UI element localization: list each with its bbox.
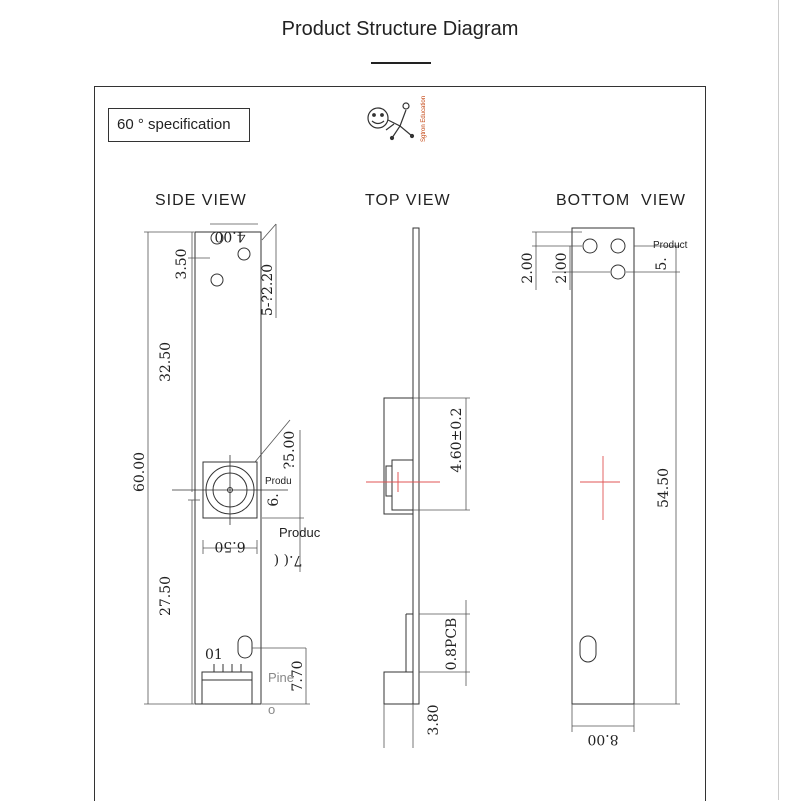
side-o-label: o	[268, 702, 275, 717]
bottom-oval-slot	[579, 635, 597, 663]
top-crosshair	[366, 472, 440, 492]
bottom-product-label: Product	[653, 240, 688, 251]
bottom-width: 8.00	[587, 731, 618, 747]
side-produ-small: Produ	[265, 476, 292, 487]
connector-body	[201, 671, 253, 705]
bottom-five-label: 5.	[654, 257, 670, 270]
side-lens-width: 6.50	[214, 538, 245, 554]
top-pcb-thickness: 0.8PCB	[444, 618, 460, 671]
smiley-stick-figure-icon	[367, 102, 415, 141]
top-lens-barrel	[391, 459, 414, 511]
connector-pin-label: 01	[205, 647, 223, 663]
side-mount-hole-1	[210, 231, 224, 245]
top-lens-cap	[385, 465, 393, 497]
right-edge-rule	[778, 0, 779, 800]
side-total-length: 60.00	[132, 452, 148, 492]
bottom-mount-hole-2	[610, 238, 626, 254]
bottom-hole-a: 2.00	[520, 252, 536, 283]
side-oval-slot	[237, 635, 253, 659]
side-six-label: 6.	[266, 493, 282, 506]
top-lens-body	[383, 397, 414, 515]
page-title: Product Structure Diagram	[281, 18, 519, 40]
top-view-dimension-lines	[383, 397, 470, 748]
side-top-width: 4.00	[214, 228, 245, 244]
bottom-view-label: BOTTOM VIEW	[556, 192, 686, 209]
side-lens-height: ?5.00	[282, 431, 298, 470]
bottom-view-dimension-lines	[532, 231, 680, 732]
side-hole-spec: 5-?2.20	[260, 264, 276, 316]
side-produc-label: Produc	[279, 525, 321, 540]
side-hole-offset: 3.50	[174, 248, 190, 279]
diagram-frame	[94, 86, 706, 801]
spec-label-box: 60 ° specification	[108, 108, 250, 142]
bottom-mount-hole-1	[582, 238, 598, 254]
side-view-drawing	[172, 231, 288, 705]
bottom-pcb-outline	[571, 227, 635, 705]
bottom-mount-hole-3	[610, 264, 626, 280]
bottom-length: 54.50	[656, 468, 672, 508]
side-view-label: SIDE VIEW	[155, 192, 247, 209]
title-underline	[371, 62, 431, 64]
top-view-drawing	[383, 227, 420, 705]
side-seven-label: 7.( (	[274, 552, 303, 568]
side-connector-offset: 7.70	[290, 660, 306, 691]
top-view-label: TOP VIEW	[365, 192, 451, 209]
side-upper-length: 32.50	[158, 342, 174, 382]
top-lens-depth: 4.60±0.2	[449, 407, 465, 472]
side-pine-label: Pine	[268, 670, 294, 685]
side-lower-length: 27.50	[158, 576, 174, 616]
top-pcb-edge	[412, 227, 420, 705]
bottom-crosshair	[580, 456, 620, 520]
bottom-view-drawing	[571, 227, 635, 705]
top-connector-height: 3.80	[426, 704, 442, 735]
top-connector-body	[383, 671, 414, 705]
side-view-dimension-lines	[144, 223, 310, 705]
side-mount-hole-3	[210, 273, 224, 287]
side-mount-hole-2	[237, 247, 251, 261]
side-pcb-outline	[194, 231, 262, 705]
bottom-hole-b: 2.00	[554, 252, 570, 283]
